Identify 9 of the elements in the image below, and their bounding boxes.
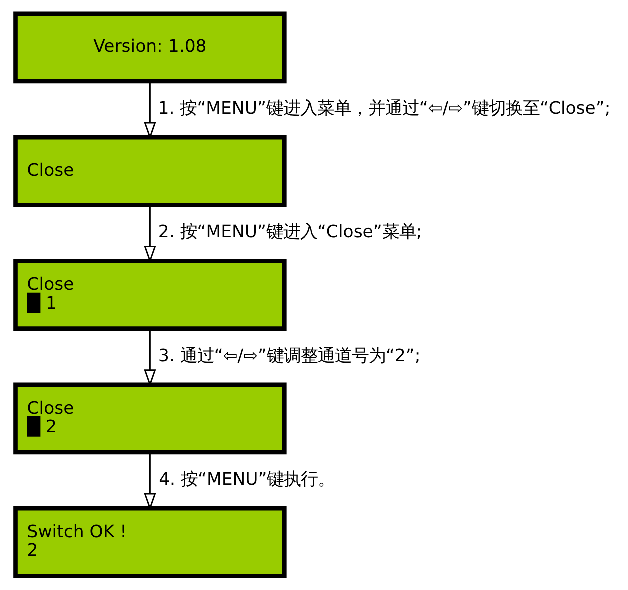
edge-label: 1. 按“MENU”键进入菜单，并通过“⇦/⇨”键切换至“Close”; <box>158 98 610 119</box>
edge-label: 4. 按“MENU”键执行。 <box>158 470 335 490</box>
node-box: Close █ 1 <box>13 259 286 331</box>
node-box: Switch OK ! 2 <box>13 506 286 578</box>
edge-label: 3. 通过“⇦/⇨”键调整通道号为“2”; <box>158 346 420 366</box>
node-box: Close <box>13 135 286 208</box>
edge-label: 2. 按“MENU”键进入“Close”菜单; <box>158 222 422 243</box>
node-box: Version: 1.08 <box>13 12 286 84</box>
node-box: Close █ 2 <box>13 382 286 455</box>
